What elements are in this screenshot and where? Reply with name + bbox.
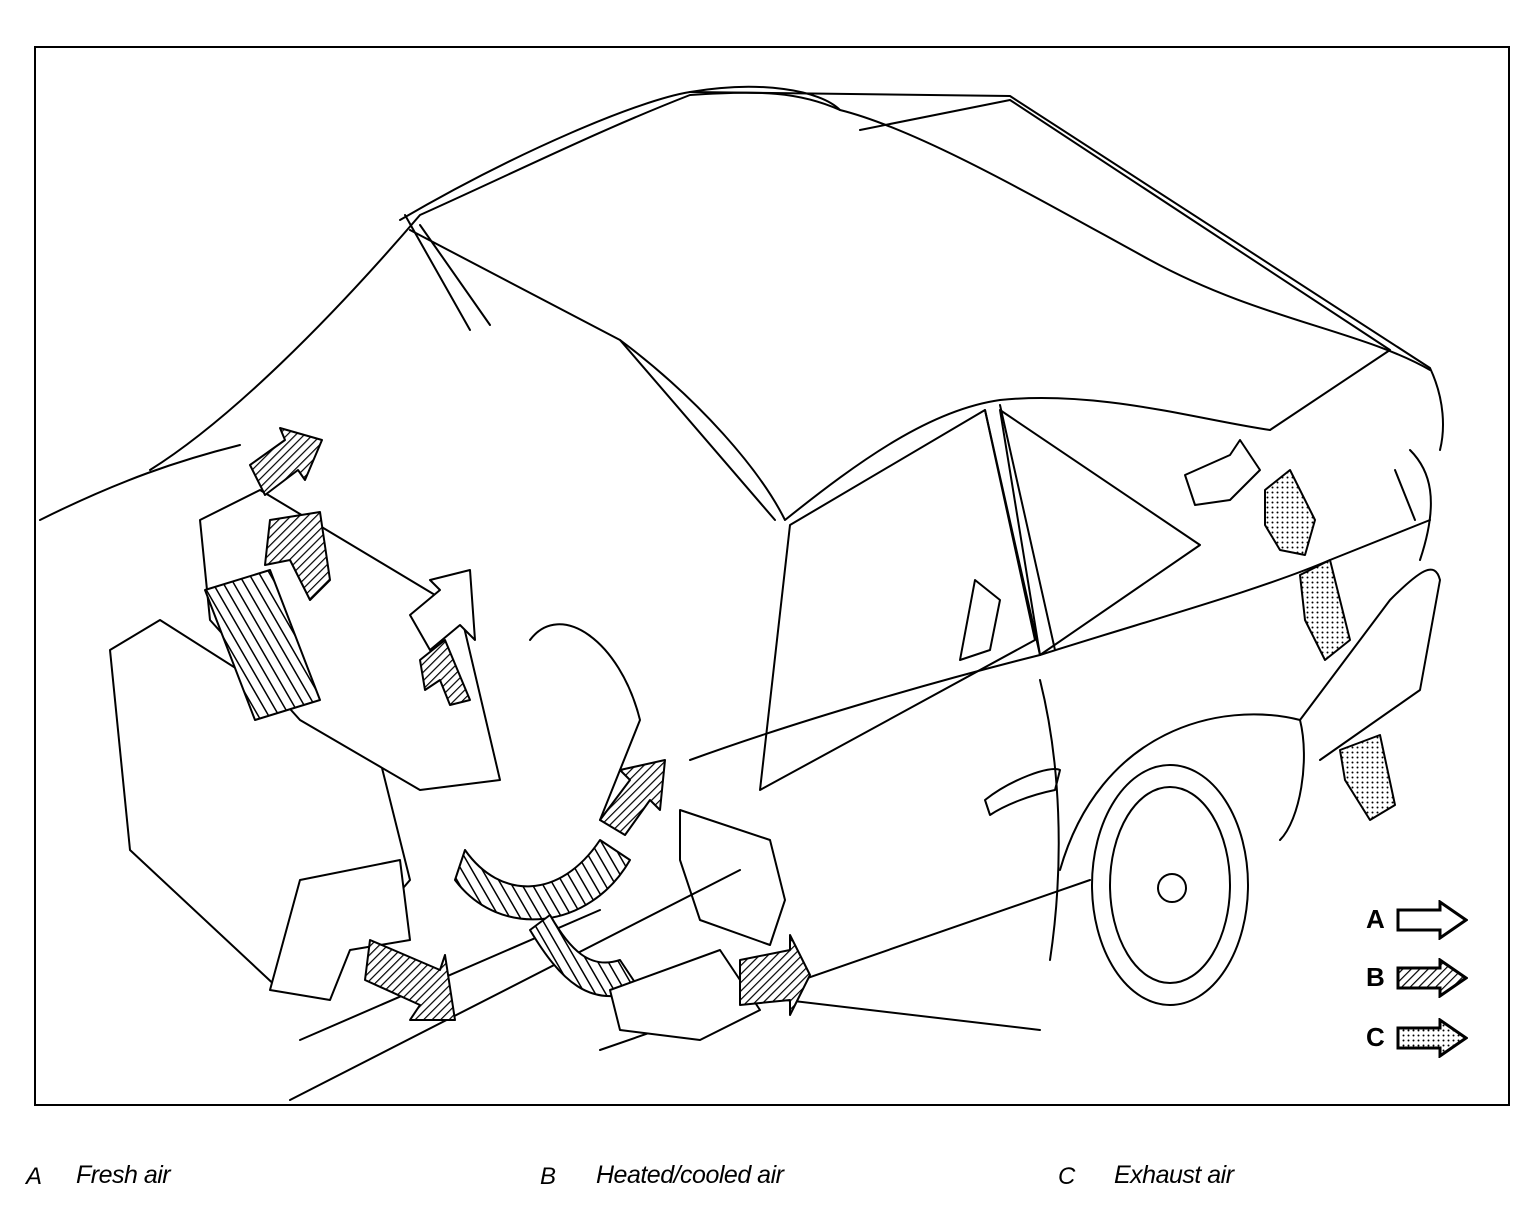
tail-lights <box>1394 449 1432 561</box>
rear-bumper <box>1299 568 1441 761</box>
b-pillar <box>984 404 1056 656</box>
mirror <box>679 809 786 946</box>
diagram-frame <box>34 46 1510 1106</box>
body-side <box>689 519 1431 761</box>
heated-air-key-arrow-icon <box>1396 958 1468 998</box>
caption-heated-cooled-air: Heated/cooled air <box>596 1161 784 1189</box>
windshield-outline <box>149 91 841 471</box>
corrugated-duct-2 <box>454 839 631 921</box>
corrugated-duct-1 <box>204 569 321 721</box>
exhaust-air-arrow-pillar <box>1184 439 1261 506</box>
caption-letter-c: C <box>1058 1163 1076 1190</box>
rear-wheel-arch <box>1059 713 1305 871</box>
hvac-unit <box>109 489 761 1041</box>
rear-window <box>859 99 1391 431</box>
rear-wheel-rim <box>1109 786 1231 984</box>
inset-label-a: A <box>1366 904 1385 934</box>
roof-back <box>689 91 1444 451</box>
roof-outline <box>399 85 1431 371</box>
fresh-air-arrow-inlet <box>249 427 323 496</box>
caption-fresh-air: Fresh air <box>76 1161 171 1189</box>
roof-side <box>619 339 1271 521</box>
roof-front <box>409 229 776 521</box>
heated-air-arrow-defrost <box>264 511 331 601</box>
airflow-arrows <box>249 427 1396 1021</box>
rear-wheel <box>1091 764 1249 1006</box>
caption-letter-b: B <box>540 1163 557 1190</box>
inset-label-c: C <box>1366 1022 1385 1052</box>
bonnet-line <box>39 444 241 521</box>
fresh-air-arrow-door <box>599 759 666 836</box>
exhaust-air-arrow-boot <box>1299 559 1351 661</box>
caption-letter-a: A <box>26 1163 43 1190</box>
wheel-hub <box>1157 873 1187 903</box>
door-handle <box>984 768 1061 816</box>
front-bracket <box>269 859 411 1001</box>
fresh-air-key-arrow-icon <box>1396 900 1468 940</box>
a-pillar <box>404 214 491 331</box>
heated-air-arrow-dash <box>419 639 471 706</box>
exhaust-air-arrow-rear <box>1264 469 1316 556</box>
seat-outline <box>959 579 1001 661</box>
exhaust-air-arrow-bumper <box>1339 734 1396 821</box>
door-window <box>759 409 1036 791</box>
inset-label-b: B <box>1366 962 1385 992</box>
rear-quarter-window <box>999 409 1201 656</box>
floor-duct <box>609 949 761 1041</box>
caption-exhaust-air: Exhaust air <box>1114 1161 1234 1189</box>
door-rear-edge <box>1039 679 1060 961</box>
fresh-air-arrow <box>409 569 476 651</box>
exhaust-air-key-arrow-icon <box>1396 1018 1468 1058</box>
front-wheel-arch <box>529 623 641 821</box>
heated-air-arrow-side <box>739 934 811 1016</box>
heated-air-arrow-floor <box>364 939 456 1021</box>
